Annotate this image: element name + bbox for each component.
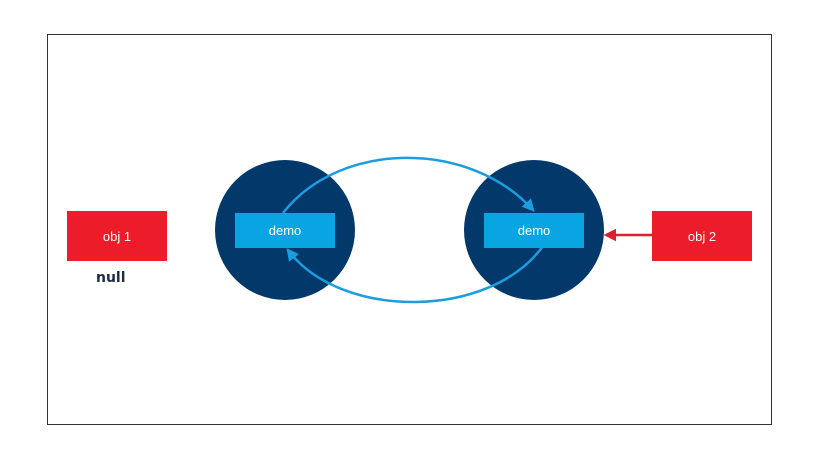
- obj1-null-reference: null: [96, 270, 126, 286]
- bottom-cycle-arrow: [286, 245, 545, 304]
- obj1-label: obj 1: [102, 228, 132, 244]
- obj1-box: obj 1: [67, 211, 167, 261]
- diagram-frame: [47, 34, 772, 425]
- top-cycle-arrow: [282, 156, 535, 214]
- right-node-label: demo: [517, 223, 551, 238]
- obj2-label: obj 2: [687, 228, 717, 244]
- obj2-box: obj 2: [652, 211, 752, 261]
- left-node-label-box: demo: [235, 213, 335, 248]
- left-node-label: demo: [268, 223, 302, 238]
- right-node-label-box: demo: [484, 213, 584, 248]
